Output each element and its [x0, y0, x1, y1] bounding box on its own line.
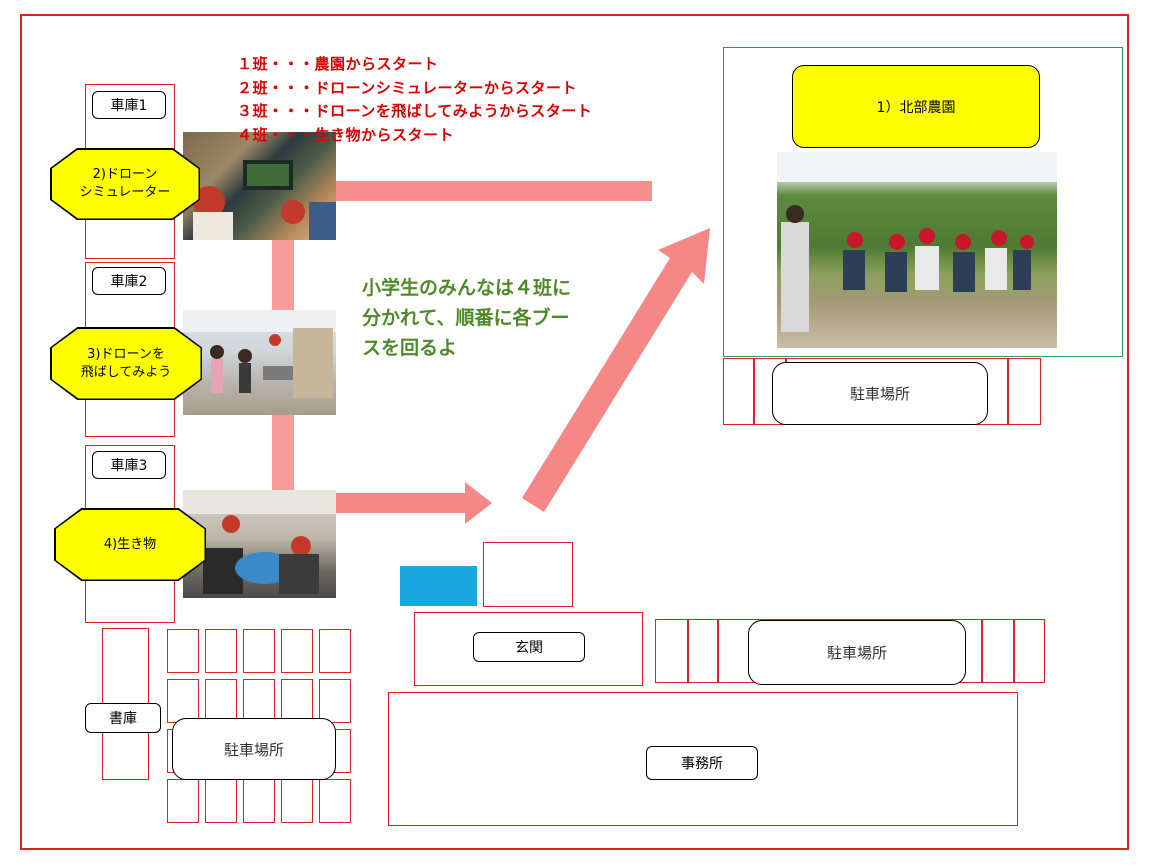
center-message-line2: 分かれて、順番に各ブー: [362, 307, 570, 329]
arrow-diagonal-to-farm: [522, 228, 710, 512]
slot-divider: [1013, 619, 1015, 683]
parking-top-right-label: 駐車場所: [772, 362, 988, 425]
parking-slot: [205, 679, 237, 723]
booth2-label-line2: シミュレーター: [79, 185, 171, 200]
booth3-drone-flying: 3)ドローンを 飛ばしてみよう: [51, 328, 201, 399]
booth3-label-line2: 飛ばしてみよう: [80, 364, 172, 380]
parking-slot: [281, 779, 313, 823]
booth3-shape: 3)ドローンを 飛ばしてみよう: [50, 327, 202, 400]
photo-farm: [777, 152, 1057, 348]
photo-drone-flying: [183, 310, 336, 415]
slot-divider: [717, 619, 719, 683]
parking-slot: [243, 679, 275, 723]
slot-divider: [687, 619, 689, 683]
arrow-farm-to-drone-sim: [336, 181, 652, 201]
garage2-label: 車庫2: [92, 267, 166, 295]
office-building: [388, 692, 1018, 826]
parking-slot: [205, 629, 237, 673]
parking-slot: [319, 779, 351, 823]
booth2-shape: 2)ドローン シミュレーター: [50, 148, 200, 220]
booth1-farm-label: 1）北部農園: [792, 65, 1040, 148]
booth2-drone-simulator: 2)ドローン シミュレーター: [51, 149, 199, 219]
booth3-label-line1: 3)ドローンを: [87, 346, 165, 362]
photo-living-creatures: [183, 490, 336, 598]
map-outer-frame: [20, 14, 1129, 850]
slot-divider: [981, 619, 983, 683]
parking-slot: [167, 629, 199, 673]
booth2-label-line1: 2)ドローン: [92, 167, 158, 183]
parking-slot: [319, 679, 351, 723]
parking-bottom-left-label: 駐車場所: [172, 718, 336, 780]
parking-slot: [281, 679, 313, 723]
parking-slot: [243, 779, 275, 823]
library-label: 書庫: [85, 703, 161, 733]
garage3-label: 車庫3: [92, 451, 166, 479]
group-schedule: １班・・・農園からスタート ２班・・・ドローンシミュレーターからスタート ３班・…: [237, 53, 592, 147]
entrance-building: [414, 612, 643, 686]
parking-slot: [205, 779, 237, 823]
booth4-shape: 4)生き物: [54, 508, 206, 581]
group3-line: ３班・・・ドローンを飛ばしてみようからスタート: [237, 102, 593, 120]
parking-middle-right-label: 駐車場所: [748, 620, 966, 685]
office-label: 事務所: [646, 746, 758, 780]
blue-block: [400, 566, 477, 606]
group4-line: ４班・・・生き物からスタート: [237, 125, 455, 144]
group1-line: １班・・・農園からスタート: [237, 55, 439, 73]
parking-middle-right-slots: [655, 619, 1045, 683]
center-message: 小学生のみんなは４班に 分かれて、順番に各ブー スを回るよ: [362, 273, 571, 363]
slot-divider: [753, 358, 755, 425]
slot-divider: [1007, 358, 1009, 425]
entrance-label: 玄関: [473, 632, 585, 662]
arrow-to-center: [336, 482, 492, 524]
entrance-annex: [483, 542, 573, 607]
booth4-living-creatures: 4)生き物: [55, 509, 205, 580]
parking-slot: [243, 629, 275, 673]
center-message-line3: スを回るよ: [362, 337, 458, 359]
parking-slot: [167, 679, 199, 723]
garage1-label: 車庫1: [92, 91, 166, 119]
center-message-line1: 小学生のみんなは４班に: [362, 277, 572, 299]
parking-slot: [319, 629, 351, 673]
parking-slot: [167, 779, 199, 823]
booth1-label: 1）北部農園: [876, 99, 956, 116]
parking-slot: [281, 629, 313, 673]
farm-frame: [723, 47, 1123, 357]
photo-drone-simulator: [183, 132, 336, 240]
group2-line: ２班・・・ドローンシミュレーターからスタート: [237, 78, 577, 97]
booth4-label: 4)生き物: [103, 536, 157, 552]
